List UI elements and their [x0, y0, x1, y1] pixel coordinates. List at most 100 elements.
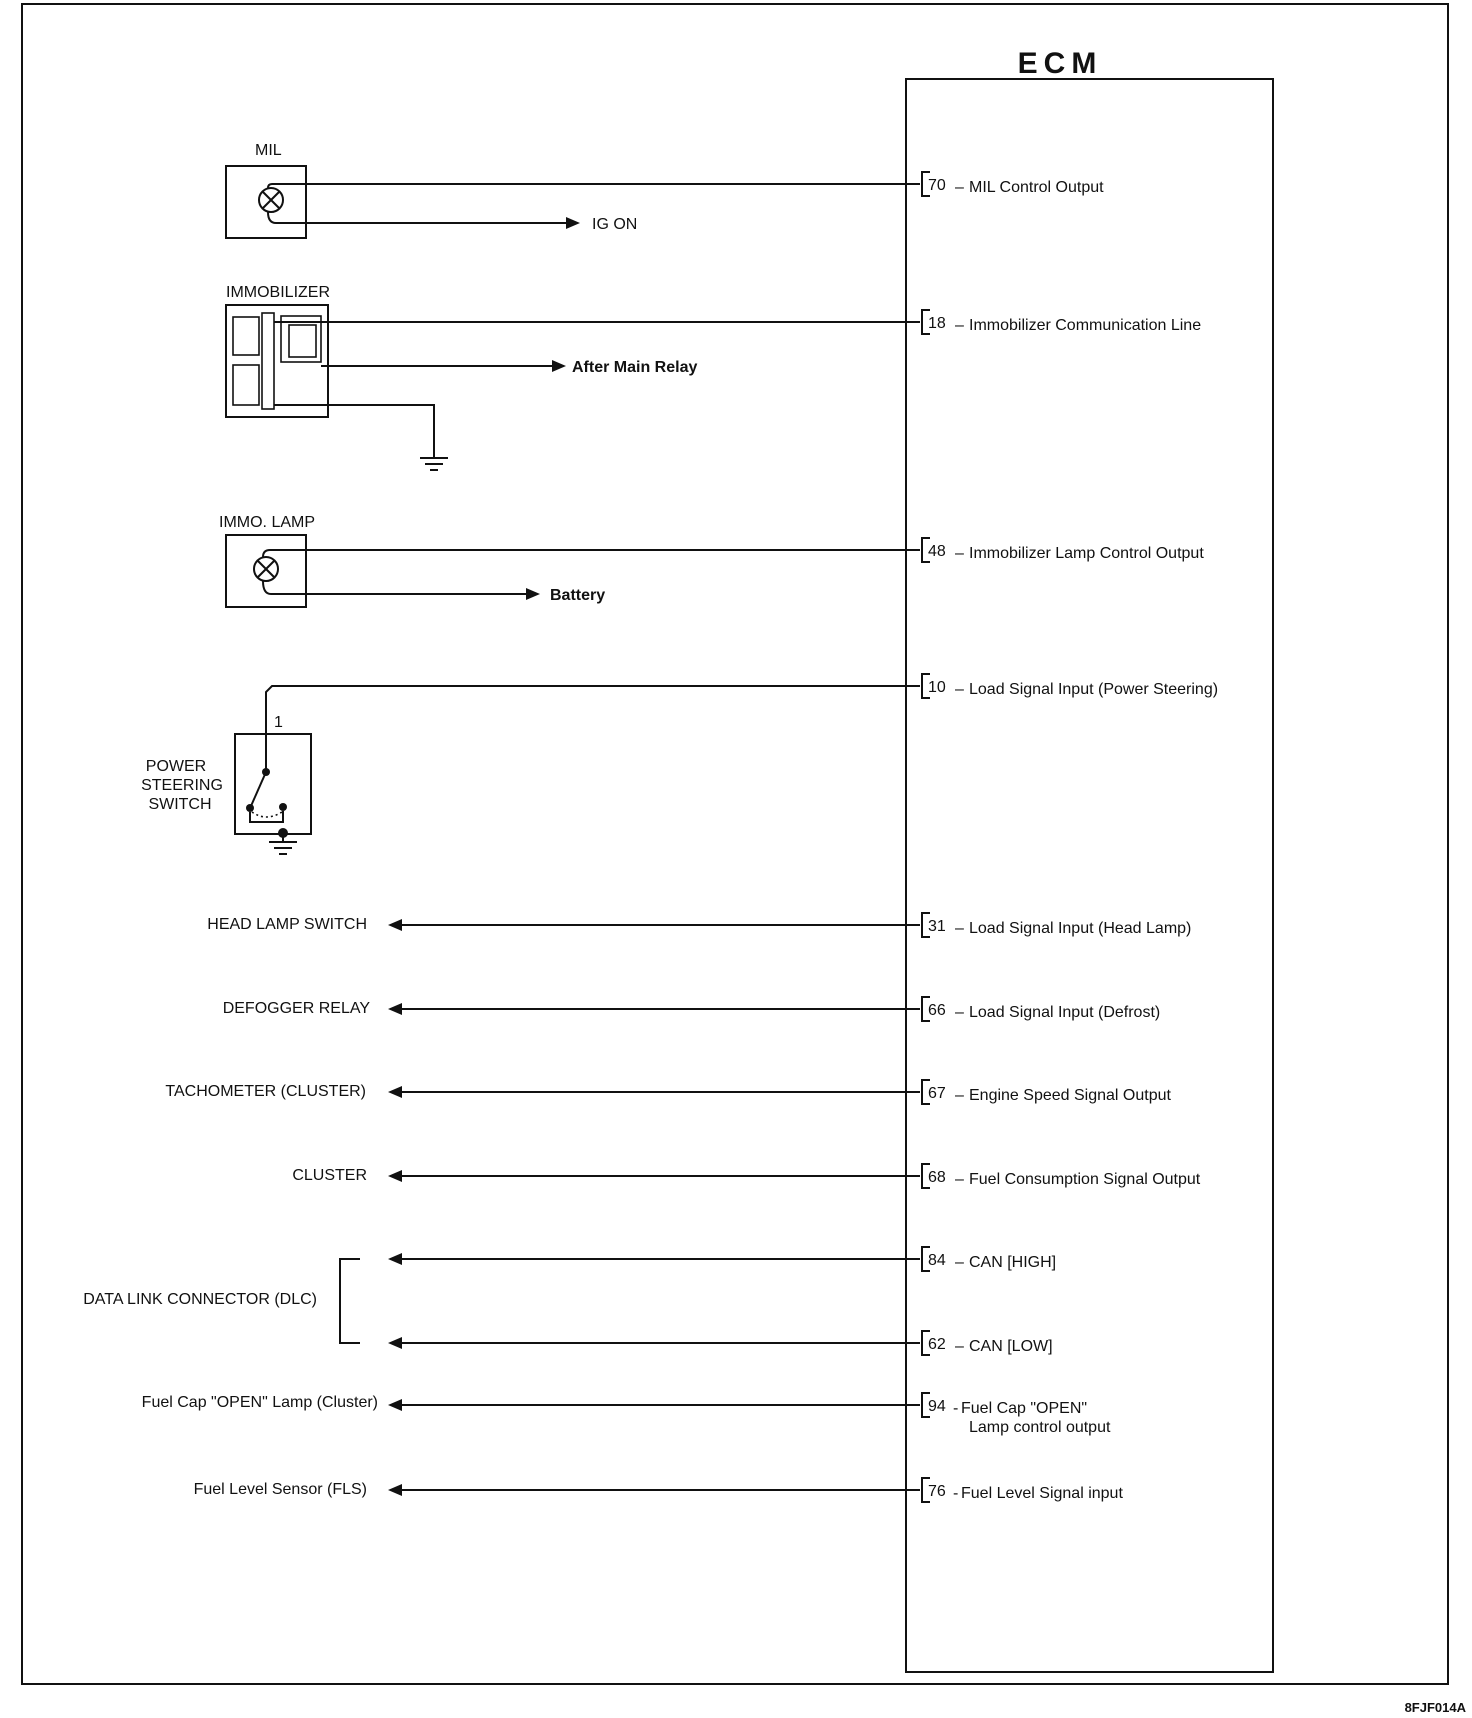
svg-text:–: – — [955, 1171, 964, 1188]
immo-lamp-wire-pin48 — [262, 549, 920, 558]
mil-wire-pin70 — [267, 183, 920, 189]
arrow-right-icon — [566, 217, 580, 229]
pin-text: Fuel Consumption Signal Output — [969, 1171, 1201, 1188]
svg-text:–: – — [955, 1087, 964, 1104]
output-label: Fuel Level Sensor (FLS) — [194, 1481, 367, 1498]
svg-text:–: – — [955, 317, 964, 334]
pin-number: 10 — [928, 679, 946, 696]
arrow-left-icon — [388, 1086, 402, 1098]
pin-48: 48 – Immobilizer Lamp Control Output — [921, 537, 1204, 563]
output-dlc: DATA LINK CONNECTOR (DLC) — [83, 1253, 920, 1349]
output-label: DEFOGGER RELAY — [223, 1000, 371, 1017]
pin-number: 68 — [928, 1169, 946, 1186]
pin-text: Engine Speed Signal Output — [969, 1087, 1171, 1104]
power-steering-label-3: SWITCH — [148, 796, 211, 813]
pin-text: CAN [HIGH] — [969, 1254, 1056, 1271]
pin-62: 62 – CAN [LOW] — [921, 1330, 1053, 1356]
pin-66: 66 – Load Signal Input (Defrost) — [921, 996, 1160, 1022]
pin-31: 31 – Load Signal Input (Head Lamp) — [921, 912, 1191, 938]
arrow-left-icon — [388, 1170, 402, 1182]
immo-lamp-wire-supply — [262, 580, 532, 595]
mil-group: MIL IG ON — [225, 142, 920, 239]
dlc-bracket — [339, 1258, 360, 1344]
immobilizer-box — [225, 304, 329, 418]
power-steering-label-1: POWER — [146, 758, 206, 775]
arrow-left-icon — [388, 1253, 402, 1265]
pin-number: 48 — [928, 543, 946, 560]
pin-number: 31 — [928, 918, 946, 935]
output-fuel-level: Fuel Level Sensor (FLS) — [194, 1481, 920, 1498]
immo-lamp-supply-label: Battery — [550, 587, 605, 604]
mil-wire-supply — [267, 211, 575, 224]
pin-text: Immobilizer Communication Line — [969, 317, 1201, 334]
ecm-box — [905, 78, 1274, 1673]
immobilizer-label: IMMOBILIZER — [226, 284, 330, 301]
pin-text: Fuel Cap "OPEN" — [961, 1400, 1087, 1417]
power-steering-label-2: STEERING — [141, 777, 223, 794]
switch-icon — [246, 734, 288, 842]
pin-text: CAN [LOW] — [969, 1338, 1053, 1355]
mil-box — [225, 165, 307, 239]
pin-number: 67 — [928, 1085, 946, 1102]
mil-lamp-icon — [258, 187, 284, 213]
immobilizer-ground-wire — [274, 404, 435, 458]
pin-text: Load Signal Input (Head Lamp) — [969, 920, 1191, 937]
pin-text: MIL Control Output — [969, 179, 1104, 196]
mil-label: MIL — [255, 142, 282, 159]
pin-text: Immobilizer Lamp Control Output — [969, 545, 1204, 562]
arrow-left-icon — [388, 1337, 402, 1349]
svg-text:–: – — [955, 1254, 964, 1271]
svg-text:–: – — [955, 920, 964, 937]
pin-number: 66 — [928, 1002, 946, 1019]
pin-text-2: Lamp control output — [969, 1419, 1111, 1436]
pin-number: 18 — [928, 315, 946, 332]
output-label: HEAD LAMP SWITCH — [207, 916, 367, 933]
output-head-lamp: HEAD LAMP SWITCH — [207, 916, 920, 933]
arrow-left-icon — [388, 1484, 402, 1496]
pin-68: 68 – Fuel Consumption Signal Output — [921, 1163, 1201, 1189]
arrow-left-icon — [388, 1003, 402, 1015]
mil-supply-label: IG ON — [592, 216, 637, 233]
immo-lamp-box — [225, 534, 307, 608]
svg-text:-: - — [953, 1400, 958, 1417]
svg-text:–: – — [955, 545, 964, 562]
immo-lamp-group: IMMO. LAMP Battery — [219, 514, 920, 608]
arrow-right-icon — [552, 360, 566, 372]
svg-text:–: – — [955, 1004, 964, 1021]
pin-number: 62 — [928, 1336, 946, 1353]
output-label: CLUSTER — [292, 1167, 367, 1184]
immobilizer-group: IMMOBILIZER After Main Relay — [225, 284, 920, 471]
output-cluster: CLUSTER — [292, 1167, 920, 1184]
pin-67: 67 – Engine Speed Signal Output — [921, 1079, 1171, 1105]
immo-lamp-label: IMMO. LAMP — [219, 514, 315, 531]
figure-code: 8FJF014A — [1405, 1700, 1467, 1715]
power-steering-box — [234, 733, 312, 835]
immo-lamp-icon — [253, 556, 279, 582]
pin-76: 76 - Fuel Level Signal input — [921, 1477, 1123, 1503]
pin-84: 84 – CAN [HIGH] — [921, 1246, 1056, 1272]
power-steering-wire-pin10 — [265, 685, 920, 734]
pin-70: 70 – MIL Control Output — [921, 171, 1104, 197]
pin-18: 18 – Immobilizer Communication Line — [921, 309, 1201, 335]
output-defogger: DEFOGGER RELAY — [223, 1000, 920, 1017]
power-steering-terminal: 1 — [274, 714, 283, 731]
pin-text: Load Signal Input (Power Steering) — [969, 681, 1218, 698]
pin-number: 70 — [928, 177, 946, 194]
output-tachometer: TACHOMETER (CLUSTER) — [165, 1083, 920, 1100]
ecm-title: ECM — [1018, 47, 1103, 80]
immobilizer-supply-label: After Main Relay — [572, 359, 697, 376]
ground-icon — [269, 841, 297, 855]
pin-text: Fuel Level Signal input — [961, 1485, 1123, 1502]
power-steering-group: 1 POWER STEERING SWITCH — [141, 685, 920, 855]
ecm-pins: 70 – MIL Control Output 18 – Immobilizer… — [921, 171, 1218, 1503]
pin-text: Load Signal Input (Defrost) — [969, 1004, 1160, 1021]
pin-number: 94 — [928, 1398, 946, 1415]
pin-number: 84 — [928, 1252, 946, 1269]
ground-icon — [420, 457, 448, 471]
pin-10: 10 – Load Signal Input (Power Steering) — [921, 673, 1218, 699]
svg-text:-: - — [953, 1485, 958, 1502]
arrow-right-icon — [526, 588, 540, 600]
arrow-left-icon — [388, 1399, 402, 1411]
pin-number: 76 — [928, 1483, 946, 1500]
